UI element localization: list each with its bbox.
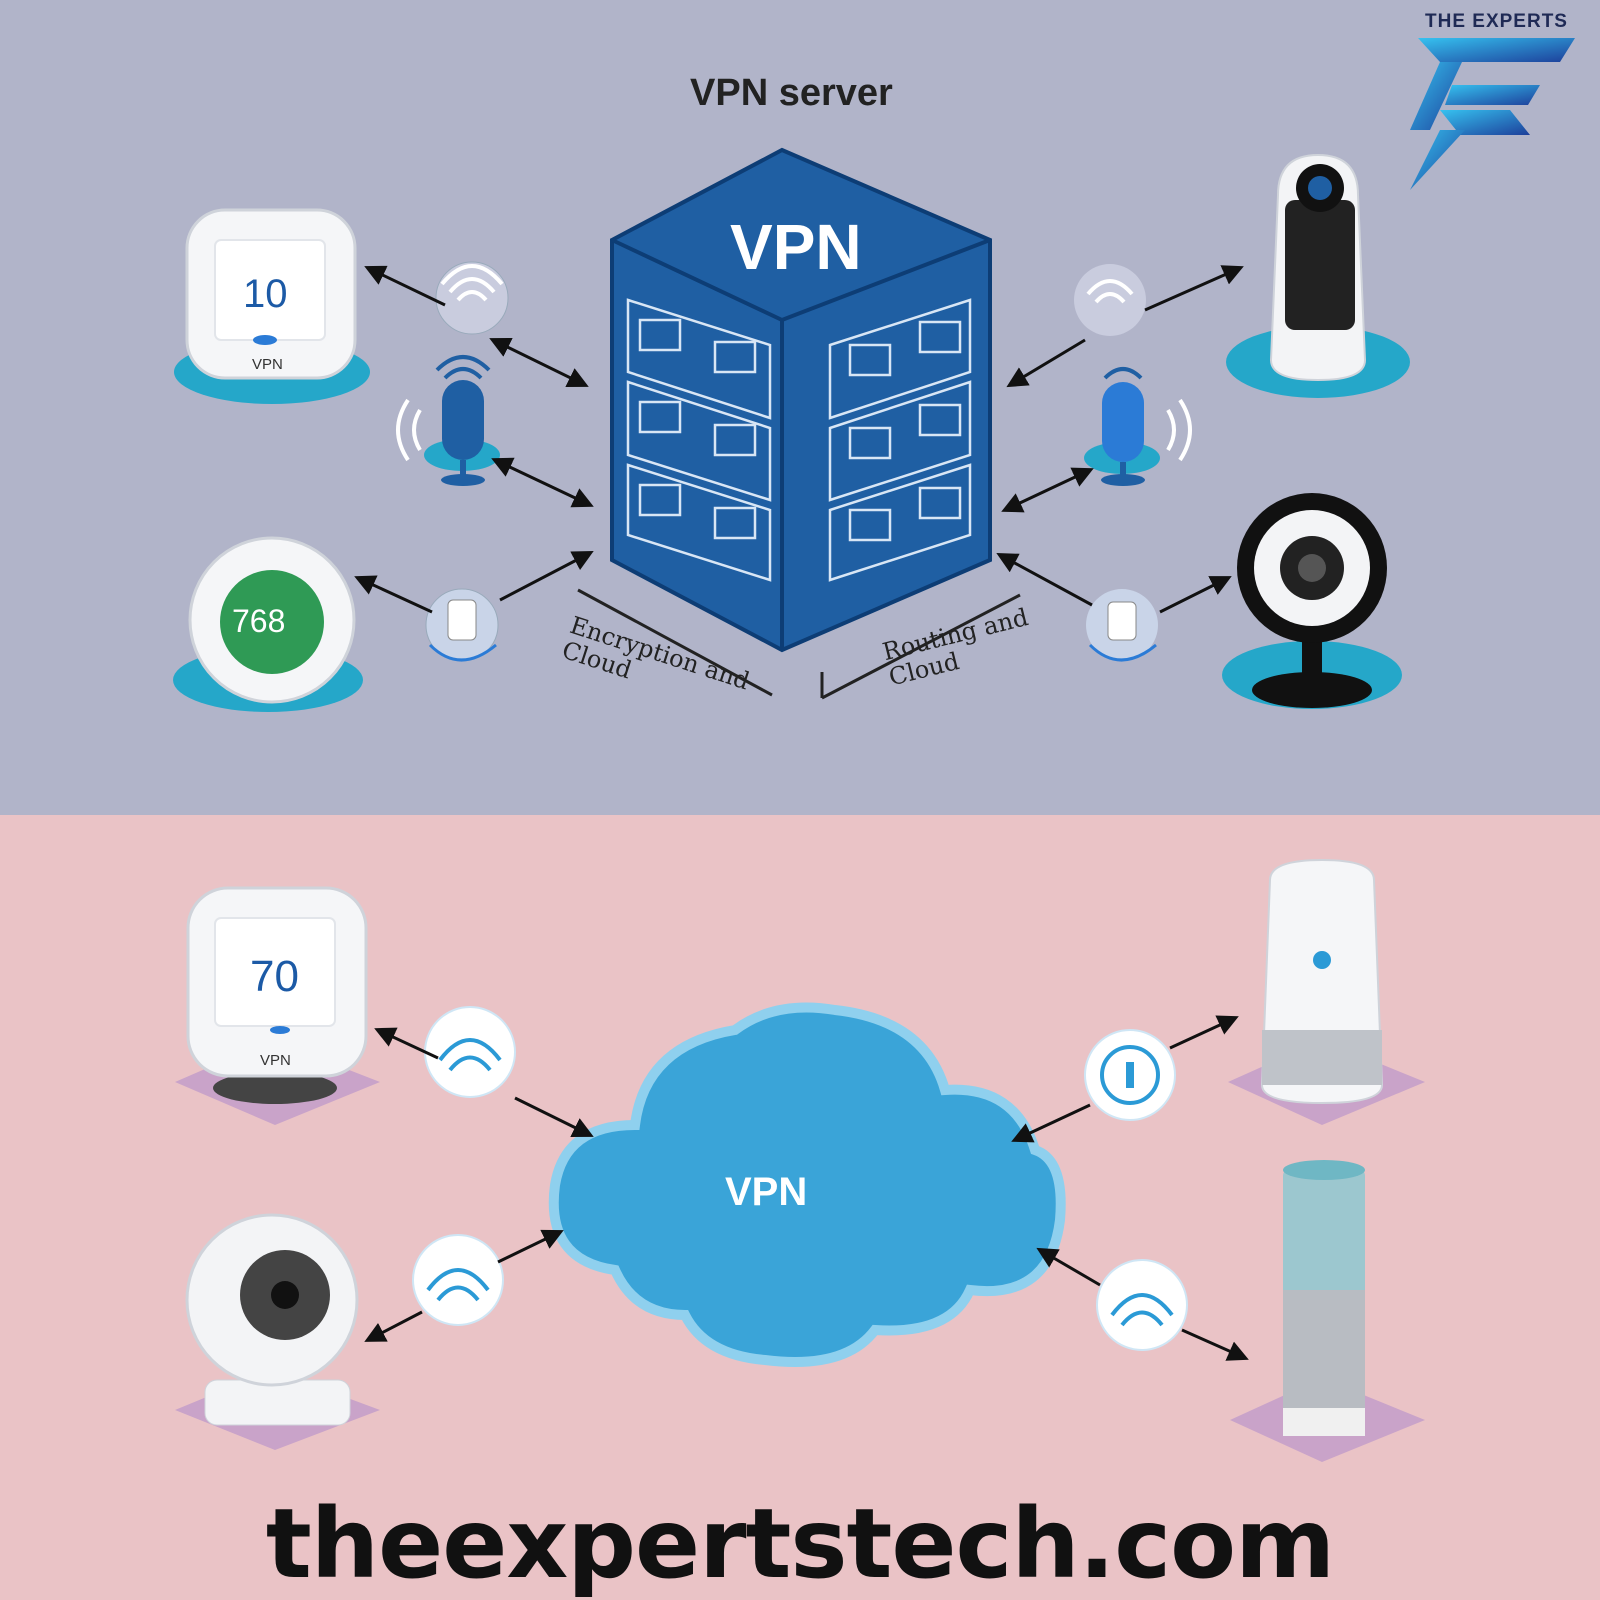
signal-bubble-right-bottom-icon: [1096, 1259, 1188, 1351]
smart-speaker-right-icon: [1084, 367, 1192, 486]
server-label: VPN: [730, 211, 862, 283]
thermostat-reading: 10: [243, 272, 288, 316]
smart-speaker-icon: [396, 355, 500, 486]
cloud-label: VPN: [725, 1170, 808, 1214]
thermostat-device-icon: [174, 208, 370, 404]
round-thermostat-device-icon: [173, 536, 363, 712]
smart-speaker-white-icon: [1228, 858, 1425, 1125]
thermostat-label: VPN: [252, 356, 283, 373]
connection-arrows-top: [354, 265, 1244, 614]
connection-arrows-bottom: [364, 1015, 1249, 1361]
smart-plug-right-icon: [1086, 589, 1158, 662]
round-thermostat-reading: 768: [232, 603, 286, 639]
signal-bubble-left-top-icon: [424, 1006, 516, 1098]
signal-bubble-right-top-icon: [1084, 1029, 1176, 1121]
server-title: VPN server: [690, 72, 893, 114]
smart-speaker-cylinder-icon: [1230, 1160, 1425, 1462]
thermostat-bottom-device-icon: [175, 886, 380, 1125]
bottom-thermostat-label: VPN: [260, 1052, 291, 1069]
caption-underline-right: [821, 593, 1021, 700]
brand-name: THE EXPERTS: [1425, 11, 1568, 32]
bottom-thermostat-reading: 70: [250, 952, 299, 1001]
wifi-signal-icon: [435, 261, 509, 335]
security-camera-round-icon: [1222, 493, 1402, 709]
brand-logo-icon: [1410, 38, 1575, 190]
security-camera-tall-icon: [1226, 153, 1410, 398]
vpn-server-icon: [610, 147, 992, 653]
smart-plug-icon: [425, 588, 499, 662]
security-camera-bottom-icon: [175, 1213, 380, 1450]
caption-underline-left: [577, 588, 773, 697]
site-url: theexpertstech.com: [265, 1488, 1335, 1600]
wifi-signal-right-icon: [1074, 264, 1146, 336]
signal-bubble-left-bottom-icon: [412, 1234, 504, 1326]
